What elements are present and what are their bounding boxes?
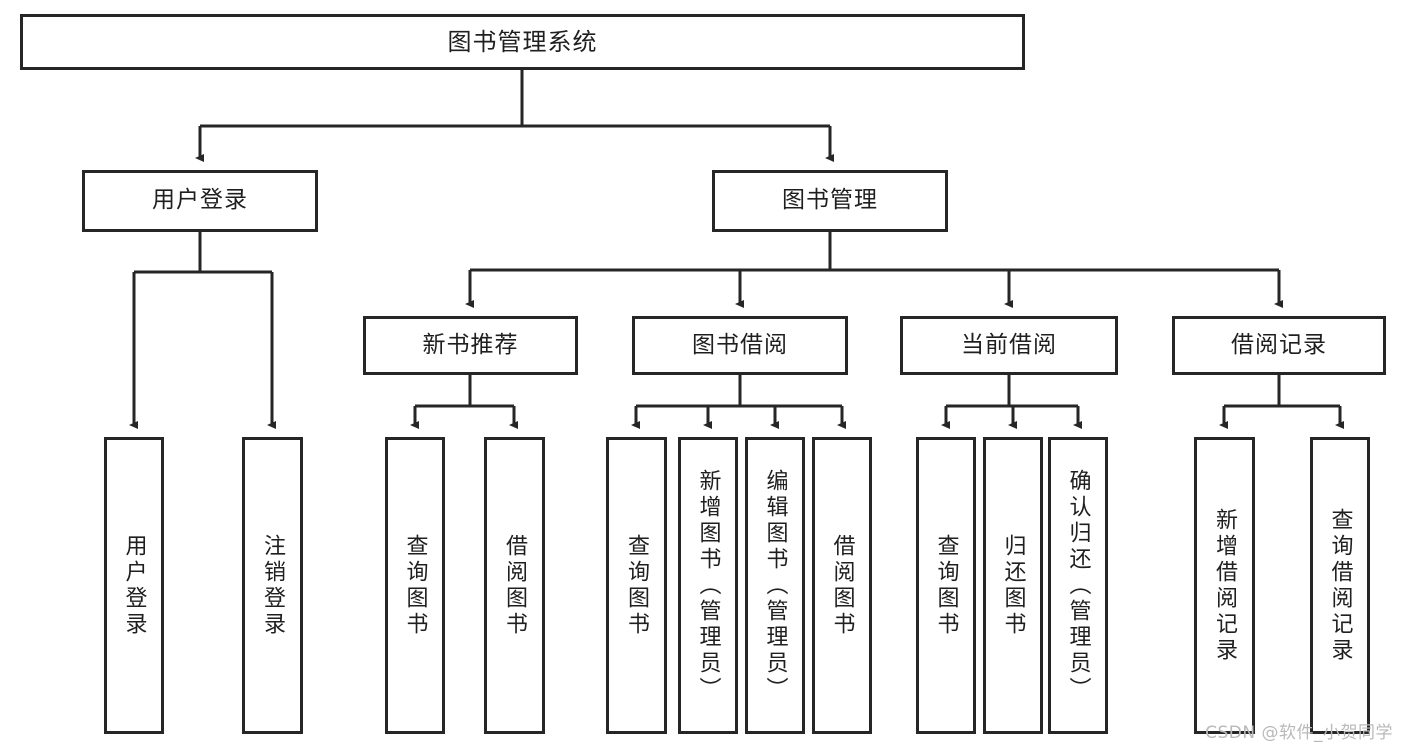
node-leaf-user-login-label: 用户登录: [121, 533, 147, 638]
node-user-login-label: 用户登录: [152, 187, 248, 214]
node-book-borrow[interactable]: 图书借阅: [632, 316, 848, 375]
node-leaf-query-book-borrow[interactable]: 查询图书: [606, 437, 667, 734]
node-leaf-query-book-rec[interactable]: 查询图书: [385, 437, 445, 734]
node-leaf-query-record-label: 查询借阅记录: [1327, 507, 1353, 664]
node-leaf-confirm-return[interactable]: 确认归还（管理员）: [1048, 437, 1108, 734]
node-new-book-rec[interactable]: 新书推荐: [363, 316, 578, 375]
node-leaf-edit-book[interactable]: 编辑图书（管理员）: [745, 437, 805, 734]
node-leaf-add-record[interactable]: 新增借阅记录: [1194, 437, 1255, 734]
node-leaf-confirm-return-label: 确认归还（管理员）: [1065, 468, 1091, 703]
node-leaf-edit-book-label: 编辑图书（管理员）: [762, 468, 788, 703]
node-leaf-return-book[interactable]: 归还图书: [983, 437, 1043, 734]
node-leaf-add-book-label: 新增图书（管理员）: [695, 468, 721, 703]
node-book-borrow-label: 图书借阅: [692, 331, 788, 358]
node-leaf-add-record-label: 新增借阅记录: [1212, 507, 1238, 664]
node-leaf-borrow-book-rec[interactable]: 借阅图书: [484, 437, 545, 734]
node-leaf-logout[interactable]: 注销登录: [242, 437, 303, 734]
node-borrow-record[interactable]: 借阅记录: [1172, 316, 1386, 375]
node-leaf-query-record[interactable]: 查询借阅记录: [1310, 437, 1370, 734]
node-leaf-borrow-book-label: 借阅图书: [829, 533, 855, 638]
node-leaf-user-login[interactable]: 用户登录: [104, 437, 164, 734]
node-user-login[interactable]: 用户登录: [82, 170, 318, 232]
node-leaf-logout-label: 注销登录: [260, 533, 286, 638]
node-current-borrow[interactable]: 当前借阅: [900, 316, 1118, 375]
node-leaf-query-book-rec-label: 查询图书: [402, 533, 428, 638]
node-leaf-query-book-cur[interactable]: 查询图书: [916, 437, 976, 734]
node-leaf-add-book[interactable]: 新增图书（管理员）: [678, 437, 738, 734]
node-new-book-rec-label: 新书推荐: [422, 331, 519, 358]
node-leaf-query-book-cur-label: 查询图书: [933, 533, 959, 638]
node-book-manage-label: 图书管理: [782, 187, 878, 214]
node-borrow-record-label: 借阅记录: [1231, 331, 1327, 358]
node-leaf-query-book-borrow-label: 查询图书: [624, 533, 650, 638]
node-root[interactable]: 图书管理系统: [20, 14, 1025, 70]
node-root-label: 图书管理系统: [447, 27, 598, 56]
node-book-manage[interactable]: 图书管理: [712, 170, 948, 232]
node-leaf-borrow-book-rec-label: 借阅图书: [502, 533, 528, 638]
node-leaf-return-book-label: 归还图书: [1000, 533, 1026, 638]
node-leaf-borrow-book[interactable]: 借阅图书: [812, 437, 872, 734]
node-current-borrow-label: 当前借阅: [961, 331, 1057, 358]
